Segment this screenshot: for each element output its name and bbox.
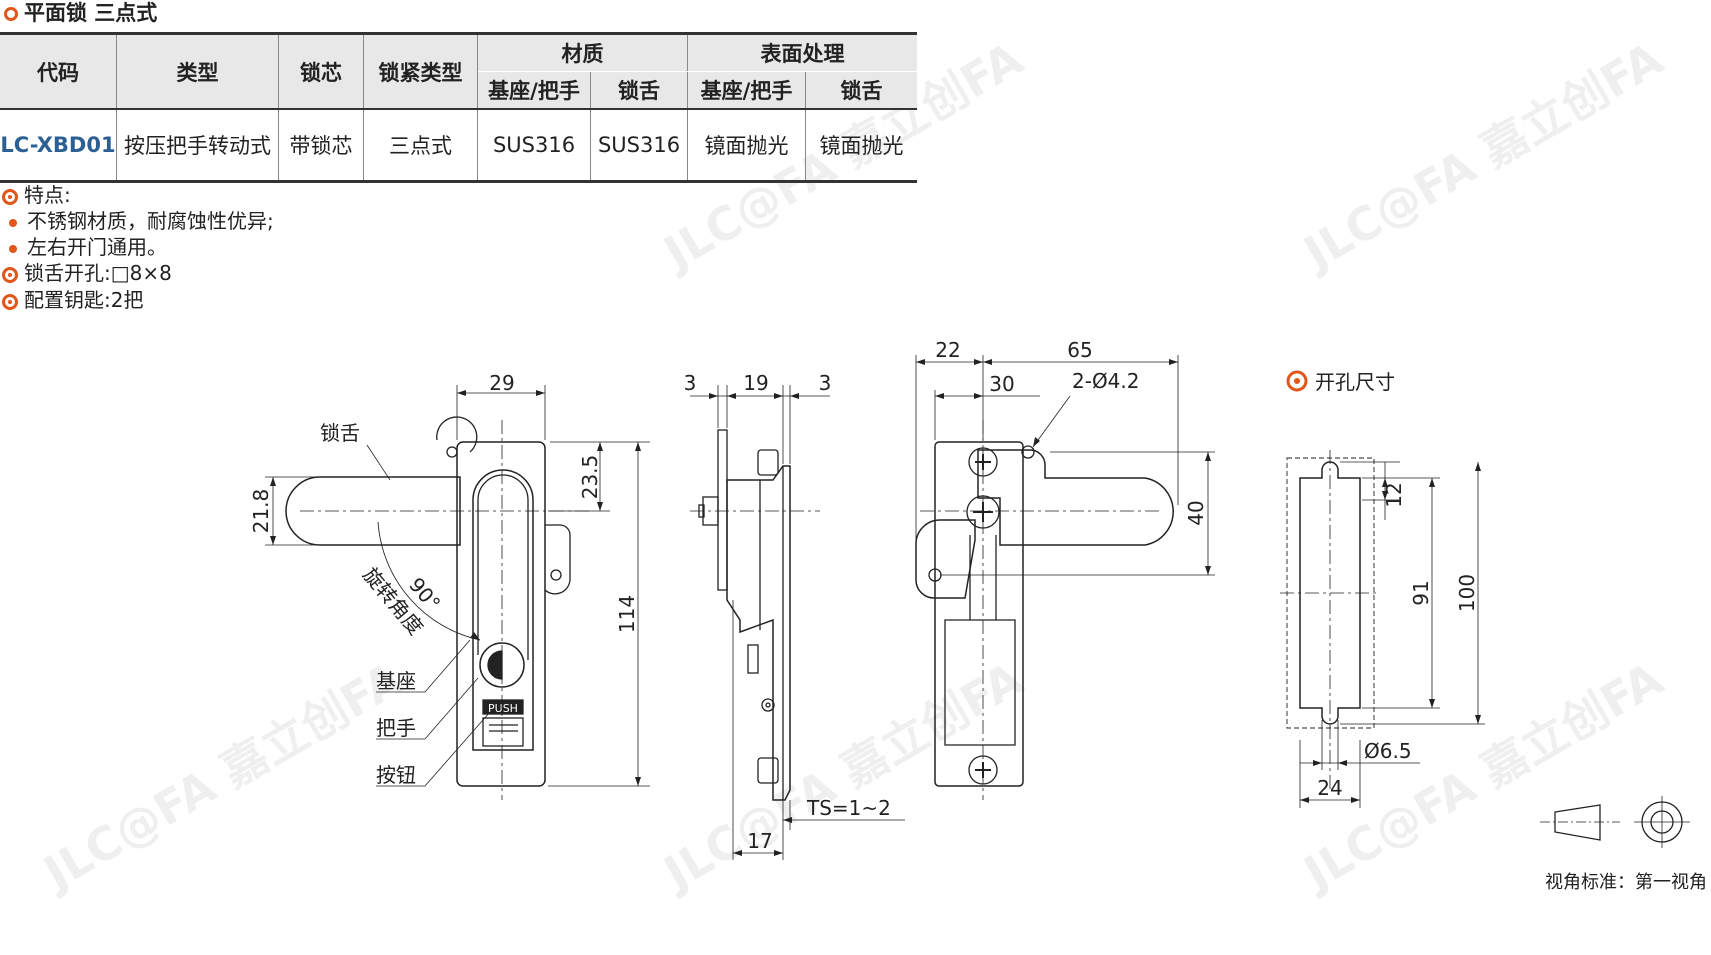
projection-symbol-icon [1540,796,1690,848]
label-tongue: 锁舌 [320,421,360,445]
cell-surface-tongue: 镜面抛光 [805,108,917,183]
header-material: 材质 [477,32,688,72]
header-material-base: 基座/把手 [477,71,591,110]
header-type: 类型 [116,32,279,110]
header-surface-tongue: 锁舌 [805,71,917,110]
dim-17: 17 [747,829,772,853]
dim-22: 22 [935,338,960,362]
feature-hole: 锁舌开孔:□8×8 [2,260,172,286]
header-material-tongue: 锁舌 [590,71,688,110]
dim-114: 114 [615,595,639,633]
side-view: 3 19 3 TS=1~2 17 [684,371,905,860]
dim-100: 100 [1455,574,1479,612]
dim-30: 30 [989,372,1014,396]
dim-19: 19 [743,371,768,395]
cell-core: 带锁芯 [278,108,364,183]
circle-marker-icon [4,7,18,21]
bullet-icon [9,218,17,227]
header-surface: 表面处理 [687,32,917,72]
dim-3-right: 3 [819,371,832,395]
cutout-view: 开孔尺寸 12 91 100 Ø6.5 24 [1280,370,1485,808]
front-view: PUSH 29 23.5 114 21.8 90° 旋转角度 [249,371,650,800]
target-icon [2,188,18,205]
cell-material-tongue: SUS316 [590,108,688,183]
header-core: 锁芯 [278,32,364,110]
bullet-icon [9,244,17,253]
push-label: PUSH [488,702,518,715]
label-button: 按钮 [376,763,416,787]
cutout-title: 开孔尺寸 [1315,370,1395,394]
dim-holes: 2-Ø4.2 [1072,369,1140,393]
target-icon [2,293,18,310]
cell-material-base: SUS316 [477,108,591,183]
label-handle: 把手 [376,716,416,740]
dim-6-5: Ø6.5 [1364,739,1412,763]
dim-ts: TS=1~2 [806,796,891,820]
dim-12: 12 [1382,482,1406,507]
dim-23-5: 23.5 [578,455,602,500]
feature-item: 不锈钢材质，耐腐蚀性优异; [2,208,274,234]
section-title: 平面锁 三点式 [4,0,157,26]
feature-item: 左右开门通用。 [2,234,167,260]
header-code: 代码 [0,32,117,110]
dim-3-left: 3 [684,371,697,395]
dim-29: 29 [489,371,514,395]
cell-surface-base: 镜面抛光 [687,108,806,183]
dim-24: 24 [1317,776,1342,800]
features-heading: 特点: [2,182,71,208]
header-surface-base: 基座/把手 [687,71,806,110]
dim-65: 65 [1067,338,1092,362]
dim-21-8: 21.8 [249,489,273,534]
projection-label: 视角标准：第一视角 [1545,872,1707,893]
feature-keys: 配置钥匙:2把 [2,287,143,313]
table-row: LC-XBD01 按压把手转动式 带锁芯 三点式 SUS316 SUS316 镜… [0,108,917,183]
spec-table: 代码 类型 锁芯 锁紧类型 材质 表面处理 基座/把手 锁舌 基座/把手 锁舌 … [0,32,917,183]
dim-40: 40 [1184,500,1208,525]
dim-91: 91 [1409,580,1433,605]
label-base: 基座 [376,669,416,693]
cell-type: 按压把手转动式 [116,108,279,183]
back-view: 22 65 30 2-Ø4.2 40 [915,338,1215,800]
cell-code: LC-XBD01 [0,108,117,183]
target-icon [2,266,18,283]
cell-lock-type: 三点式 [363,108,478,183]
